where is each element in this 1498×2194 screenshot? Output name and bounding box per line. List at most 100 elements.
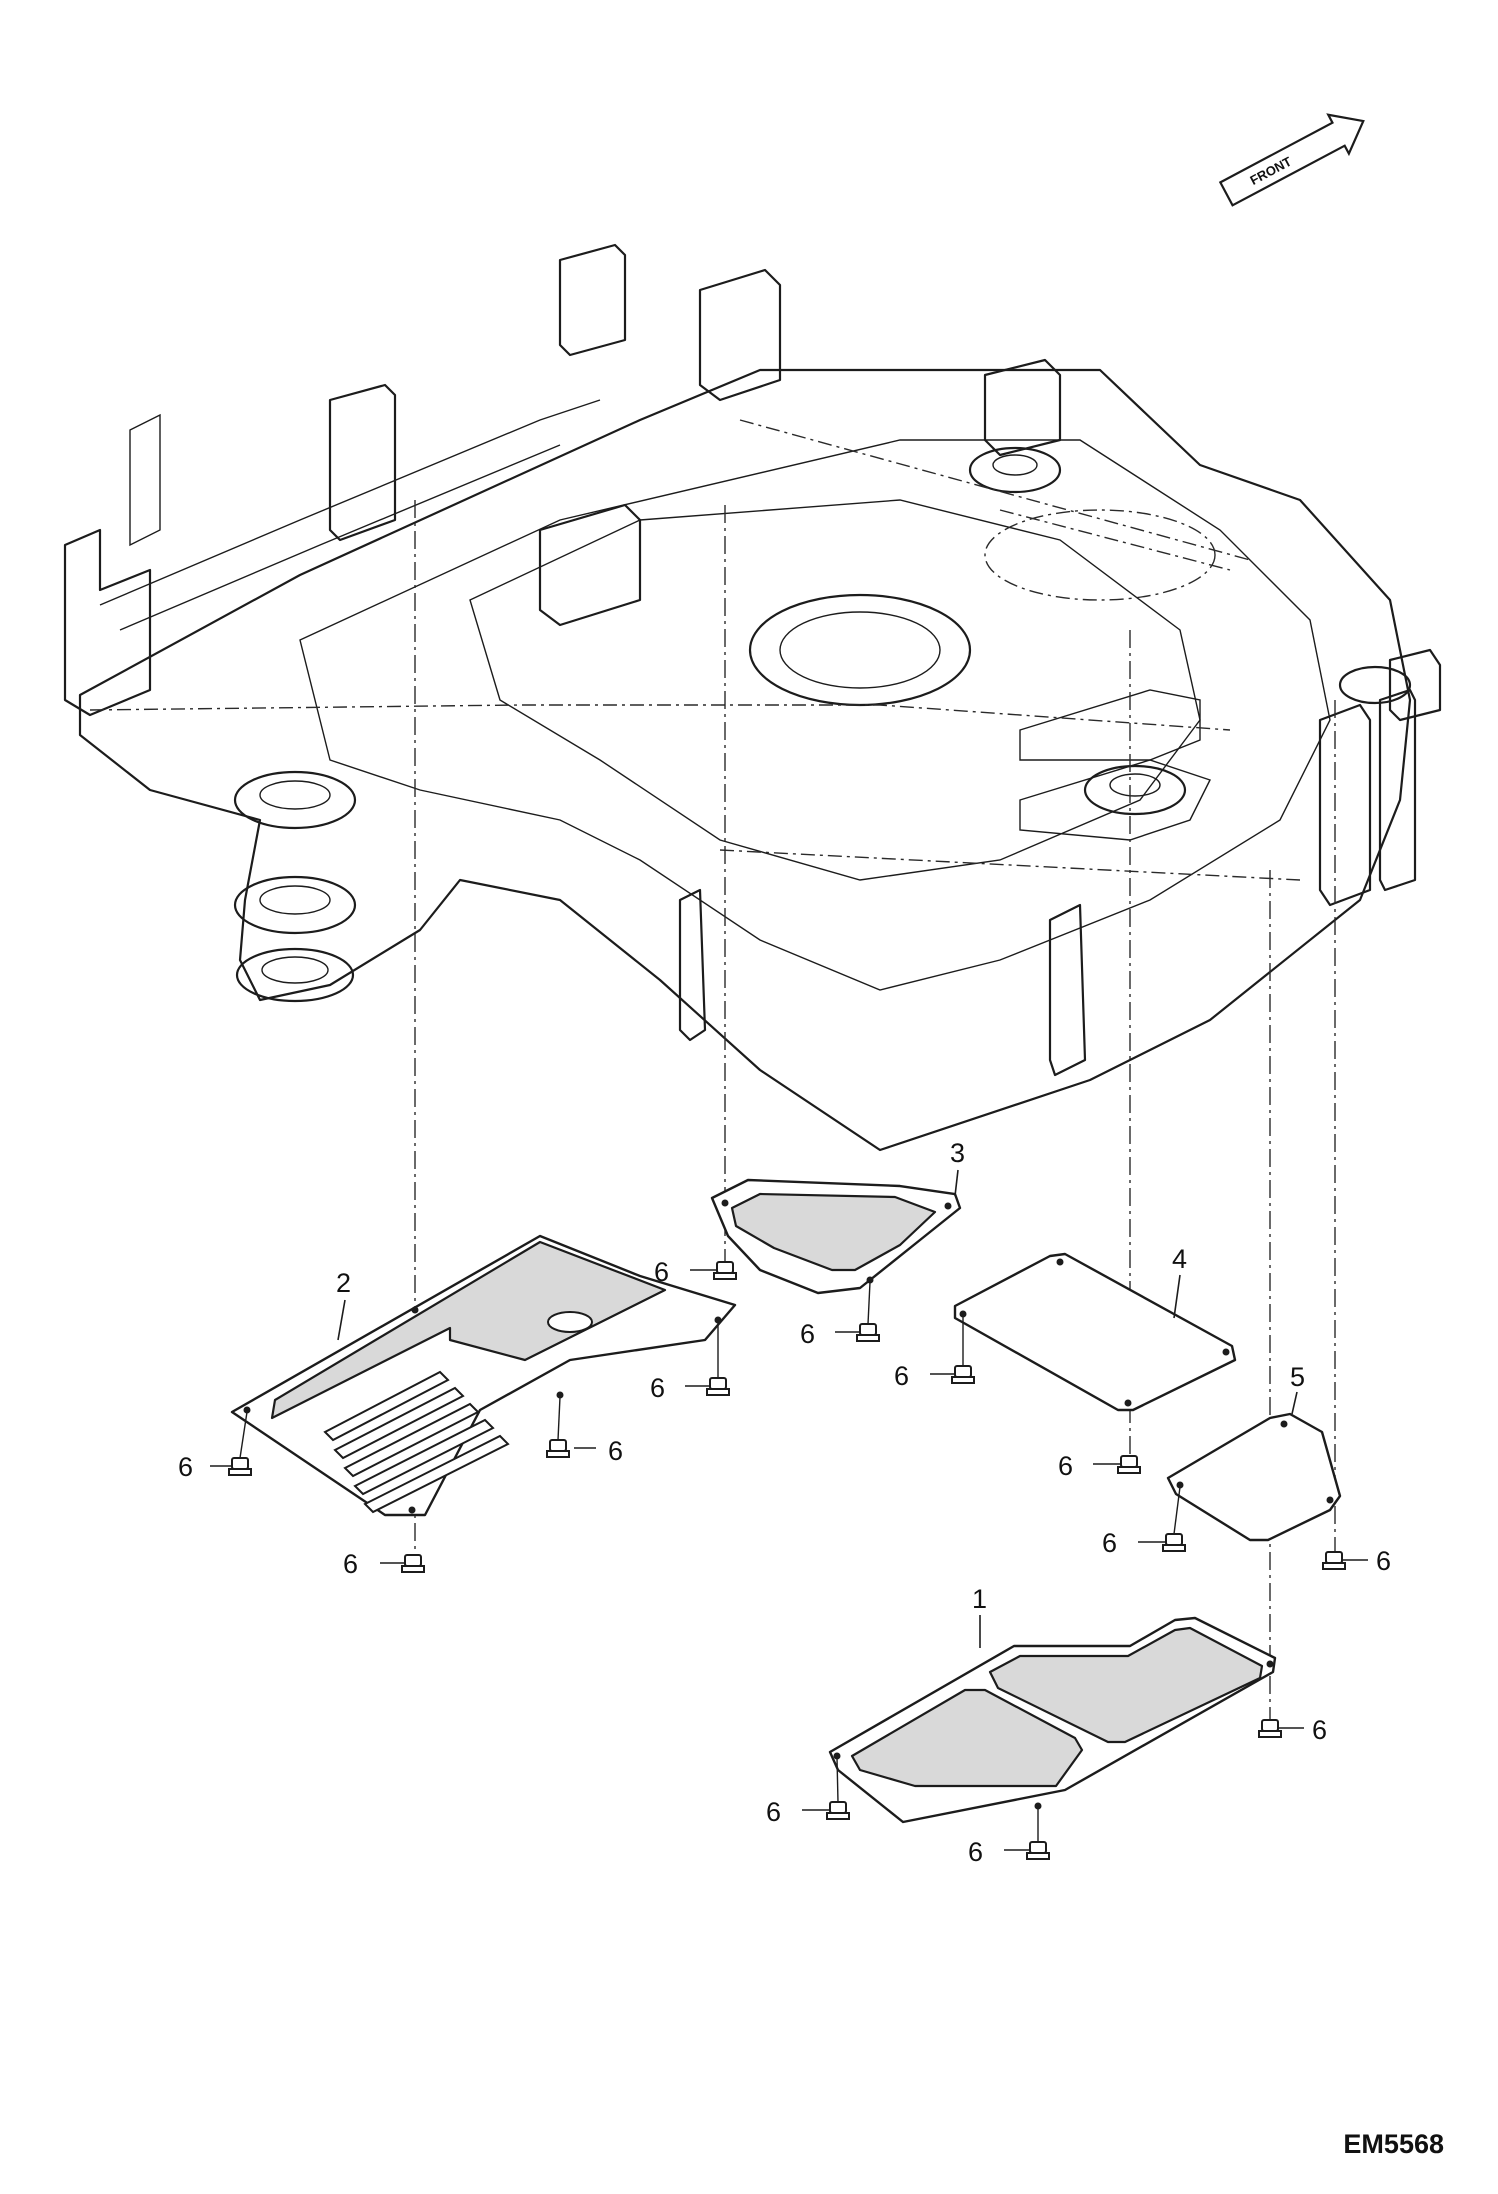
cover-4-plate xyxy=(953,1252,1237,1412)
callout-part-4: 4 xyxy=(1172,1244,1187,1274)
cover-2-vent-slots xyxy=(323,1370,510,1514)
vent-slot xyxy=(323,1370,450,1442)
swing-arm-upper xyxy=(1019,689,1201,761)
frame-deck xyxy=(299,439,1331,991)
bolt-6 xyxy=(401,1554,425,1573)
leader-part-3 xyxy=(954,1169,959,1197)
callout-bolt: 6 xyxy=(608,1436,623,1466)
cover-1-mount-hole xyxy=(1266,1660,1274,1668)
bolt-6 xyxy=(1026,1841,1050,1860)
callout-bolt: 6 xyxy=(343,1549,358,1579)
leader-part-5 xyxy=(1291,1391,1298,1415)
cover-1-mount-hole xyxy=(1034,1802,1042,1810)
pivot-boss-upper-hole xyxy=(259,780,331,810)
cover-part-3 xyxy=(710,1178,962,1295)
cover-2-mount-hole xyxy=(556,1391,564,1399)
callout-bolt: 6 xyxy=(650,1373,665,1403)
frame-hidden-line-3 xyxy=(999,509,1231,571)
cover-2-mount-hole xyxy=(408,1506,416,1514)
cover-1-pad-right xyxy=(988,1626,1264,1744)
cover-3-mount-hole xyxy=(866,1276,874,1284)
frame-hidden-line-1 xyxy=(89,704,1231,731)
callout-numbers: 2 3 4 5 1 6 6 6 6 6 6 6 6 6 6 6 6 6 xyxy=(178,1138,1391,1867)
vent-slot xyxy=(343,1402,480,1478)
bolt-6 xyxy=(1258,1719,1282,1738)
rear-bracket-left xyxy=(63,528,152,717)
cover-3-mount-hole xyxy=(721,1199,729,1207)
cover-2-mount-hole xyxy=(714,1316,722,1324)
bolt-6 xyxy=(546,1439,570,1458)
upper-frame xyxy=(63,243,1442,1152)
front-arrow-shape xyxy=(1218,113,1365,207)
boss-top-right xyxy=(968,446,1062,494)
bolt-6 xyxy=(826,1801,850,1820)
cover-part-4 xyxy=(953,1252,1237,1412)
cover-4-mount-hole xyxy=(1222,1348,1230,1356)
callout-part-3: 3 xyxy=(950,1138,965,1168)
cover-2-pad-hole xyxy=(547,1311,593,1333)
bolt-6 xyxy=(228,1457,252,1476)
pivot-boss-mid-hole xyxy=(259,885,331,915)
pivot-boss-upper xyxy=(233,770,357,830)
figure-id: EM5568 xyxy=(1343,2129,1444,2159)
swing-bearing-inner xyxy=(779,611,941,689)
cover-4-mount-hole xyxy=(1056,1258,1064,1266)
pivot-boss-lower-hole xyxy=(261,956,329,984)
right-bracket-2 xyxy=(1378,688,1417,892)
bolt-6 xyxy=(951,1365,975,1384)
swing-arm-boss xyxy=(1083,764,1187,816)
cover-3-pad xyxy=(730,1192,937,1272)
leader-part-4 xyxy=(1173,1274,1181,1319)
cover-2-pad xyxy=(270,1240,667,1420)
frame-hidden-line-4 xyxy=(719,849,1301,881)
callout-bolt: 6 xyxy=(1058,1451,1073,1481)
vent-slot xyxy=(363,1434,510,1514)
callout-bolt: 6 xyxy=(1312,1715,1327,1745)
swing-arm-boss-hole xyxy=(1109,773,1161,797)
callout-bolt: 6 xyxy=(800,1319,815,1349)
post-3 xyxy=(698,268,782,402)
vent-slot xyxy=(353,1418,495,1496)
callout-bolt: 6 xyxy=(968,1837,983,1867)
front-plate-left xyxy=(678,888,707,1042)
boss-top-right-hole xyxy=(992,454,1038,476)
cover-1-pad-left xyxy=(850,1688,1084,1788)
cover-2-mount-hole xyxy=(411,1306,419,1314)
frame-inner-deck xyxy=(469,499,1201,881)
post-1 xyxy=(328,383,397,542)
rear-bracket-left-2 xyxy=(129,413,161,547)
leader-part-2 xyxy=(337,1299,346,1341)
front-plate-right xyxy=(1048,903,1087,1077)
swing-bearing-outer xyxy=(748,593,972,707)
bolt-6 xyxy=(706,1377,730,1396)
bolt-6 xyxy=(1322,1551,1346,1570)
cover-part-2 xyxy=(230,1234,737,1517)
callout-leaders xyxy=(210,1169,1368,1851)
callout-part-5: 5 xyxy=(1290,1362,1305,1392)
cover-3-mount-hole xyxy=(944,1202,952,1210)
cover-5-mount-hole xyxy=(1326,1496,1334,1504)
bolts xyxy=(228,1261,1346,1860)
post-2 xyxy=(558,243,627,357)
callout-part-1: 1 xyxy=(972,1584,987,1614)
cover-5-mount-hole xyxy=(1176,1481,1184,1489)
callout-bolt: 6 xyxy=(1376,1546,1391,1576)
callout-bolt: 6 xyxy=(766,1797,781,1827)
cover-1-mount-hole xyxy=(833,1752,841,1760)
post-6 xyxy=(1388,648,1442,722)
pivot-boss-lower xyxy=(235,947,355,1003)
bolt-drop-lines xyxy=(239,1281,1181,1842)
callout-bolt: 6 xyxy=(894,1361,909,1391)
rear-rail xyxy=(99,399,601,606)
callout-part-2: 2 xyxy=(336,1268,351,1298)
cover-5-plate xyxy=(1166,1412,1342,1542)
callout-bolt: 6 xyxy=(1102,1528,1117,1558)
cover-part-5 xyxy=(1166,1412,1342,1542)
pivot-boss-mid xyxy=(233,875,357,935)
callout-bolt: 6 xyxy=(178,1452,193,1482)
callout-bolt: 6 xyxy=(654,1257,669,1287)
cover-5-mount-hole xyxy=(1280,1420,1288,1428)
cover-4-mount-hole xyxy=(1124,1399,1132,1407)
rear-rail-2 xyxy=(119,444,561,631)
post-4 xyxy=(538,503,642,627)
